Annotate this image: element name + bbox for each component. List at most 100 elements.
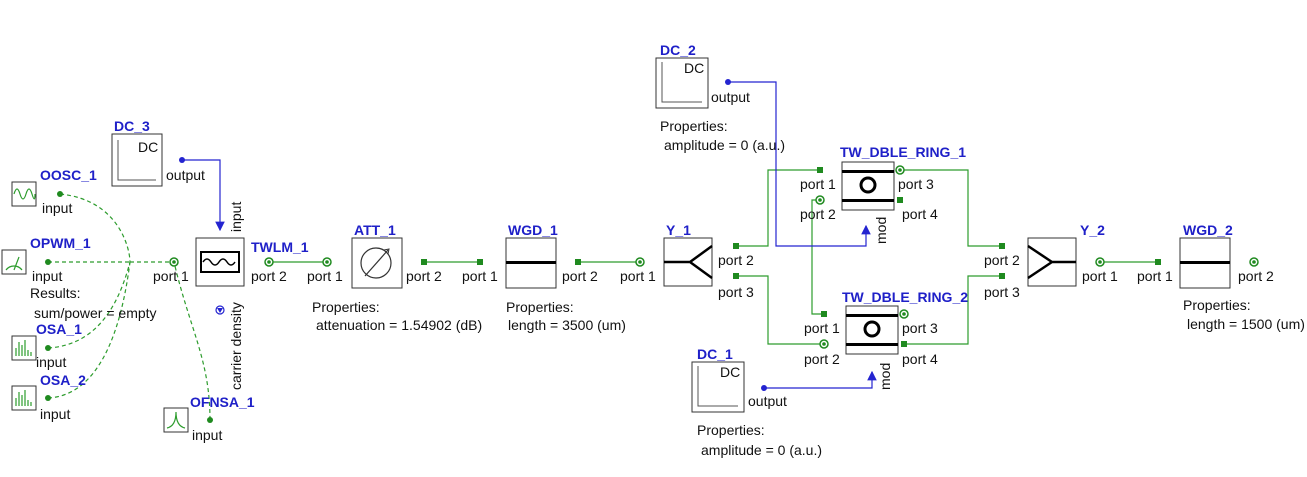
dc2-box[interactable]	[655, 57, 709, 109]
ring2-port4[interactable]	[901, 341, 907, 347]
ofnsa-name: OFNSA_1	[190, 394, 255, 410]
y-branch-icon	[664, 244, 713, 280]
meter-needle-icon	[13, 256, 20, 271]
ofnsa-component[interactable]: OFNSA_1 input	[163, 394, 255, 443]
dc1-label: DC	[720, 364, 740, 380]
dc-axes-icon	[661, 62, 702, 103]
oosc-component[interactable]: OOSC_1 input	[11, 167, 97, 216]
wgd2-port2-dot	[1252, 260, 1256, 264]
y2-port2[interactable]	[999, 243, 1005, 249]
ring2-box[interactable]	[845, 305, 899, 355]
opwm-component[interactable]: OPWM_1 input Results: sum/power = empty	[1, 235, 157, 321]
wgd2-props-title: Properties:	[1183, 297, 1251, 313]
wgd1-name: WGD_1	[508, 222, 558, 238]
att-port1-label: port 1	[307, 268, 343, 284]
wgd2-component[interactable]: WGD_2 port 1 port 2 Properties: length =…	[1137, 222, 1305, 332]
dc2-output-port[interactable]	[725, 79, 731, 85]
oosc-input-port[interactable]	[57, 191, 63, 197]
osa1-input-port[interactable]	[45, 345, 51, 351]
ring2-port1[interactable]	[821, 311, 827, 317]
dc3-name: DC_3	[114, 118, 150, 134]
ring1-bottom-waveguide-icon	[842, 199, 894, 202]
laser-icon	[200, 251, 240, 273]
wgd1-port2-label: port 2	[562, 268, 598, 284]
osa1-input-label: input	[36, 354, 66, 370]
dc2-label: DC	[684, 60, 704, 76]
ring1-component[interactable]: TW_DBLE_RING_1 port 1 port 2 port 3 port…	[800, 144, 966, 244]
dc3-label: DC	[138, 139, 158, 155]
y2-name: Y_2	[1080, 222, 1105, 238]
dc3-output-label: output	[166, 167, 205, 183]
ring2-port4-label: port 4	[902, 351, 938, 367]
opwm-box[interactable]	[1, 249, 27, 275]
dc3-output-port[interactable]	[179, 157, 185, 163]
y1-port2-label: port 2	[718, 252, 754, 268]
wgd1-component[interactable]: WGD_1 port 1 port 2 Properties: length =…	[462, 222, 626, 333]
wgd1-props-value: length = 3500 (um)	[508, 317, 626, 333]
waveguide-icon	[506, 261, 556, 264]
ring2-top-waveguide-icon	[846, 314, 898, 317]
oosc-name: OOSC_1	[40, 167, 97, 183]
osa2-input-label: input	[40, 406, 70, 422]
dc1-output-label: output	[748, 393, 787, 409]
ring1-port1[interactable]	[817, 167, 823, 173]
ofnsa-input-port[interactable]	[207, 417, 213, 423]
ring1-port4[interactable]	[897, 197, 903, 203]
dc2-component[interactable]: DC DC_2 output Properties: amplitude = 0…	[655, 42, 785, 153]
wgd1-port2[interactable]	[575, 259, 581, 265]
ofnsa-input-label: input	[192, 427, 222, 443]
monitor-links	[47, 193, 211, 421]
osa2-input-port[interactable]	[45, 395, 51, 401]
att-port2[interactable]	[421, 259, 427, 265]
dc3-box[interactable]	[111, 133, 163, 187]
y1-port3-label: port 3	[718, 284, 754, 300]
ring2-name: TW_DBLE_RING_2	[842, 289, 968, 305]
y2-port3-label: port 3	[984, 284, 1020, 300]
electrical-links	[182, 81, 877, 389]
dc2-name: DC_2	[660, 42, 696, 58]
osa1-name: OSA_1	[36, 321, 82, 337]
wgd1-port1[interactable]	[477, 259, 483, 265]
wgd2-port1[interactable]	[1155, 259, 1161, 265]
osa2-name: OSA_2	[40, 372, 86, 388]
dc3-component[interactable]: DC DC_3 output	[111, 118, 205, 187]
y1-name: Y_1	[666, 222, 691, 238]
y1-component[interactable]: Y_1 port 1 port 2 port 3	[620, 222, 754, 300]
att-component[interactable]: ATT_1 port 1 port 2 Properties: attenuat…	[307, 222, 482, 333]
dc1-props-value: amplitude = 0 (a.u.)	[701, 442, 822, 458]
osa1-component[interactable]: OSA_1 input	[11, 321, 82, 370]
y-combiner-icon	[1027, 244, 1076, 280]
osa2-component[interactable]: OSA_2 input	[11, 372, 86, 422]
att-name: ATT_1	[354, 222, 396, 238]
opwm-input-port[interactable]	[45, 259, 51, 265]
y2-port3[interactable]	[999, 273, 1005, 279]
twlm-port2-label: port 2	[251, 268, 287, 284]
ring1-name: TW_DBLE_RING_1	[840, 144, 966, 160]
dc1-box[interactable]	[691, 361, 745, 413]
twlm-component[interactable]: TWLM_1 port 1 port 2 input carrier densi…	[153, 202, 309, 390]
ring2-component[interactable]: TW_DBLE_RING_2 port 1 port 2 port 3 port…	[804, 289, 968, 390]
y2-component[interactable]: Y_2 port 2 port 3 port 1	[984, 222, 1118, 300]
ring2-port3-dot	[902, 312, 906, 316]
ring1-box[interactable]	[841, 161, 895, 211]
attenuator-arrowhead-icon	[383, 248, 390, 255]
twlm-name: TWLM_1	[251, 239, 309, 255]
sine-icon	[13, 188, 36, 200]
y1-port2[interactable]	[733, 243, 739, 249]
dc1-name: DC_1	[697, 346, 733, 362]
oosc-input-label: input	[42, 200, 72, 216]
y1-port1-label: port 1	[620, 268, 656, 284]
att-props-value: attenuation = 1.54902 (dB)	[316, 317, 482, 333]
dc1-output-port[interactable]	[761, 385, 767, 391]
opwm-input-label: input	[32, 268, 62, 284]
wgd2-name: WGD_2	[1183, 222, 1233, 238]
dc-axes-icon	[117, 140, 156, 181]
meter-icon	[5, 265, 23, 271]
y2-port1-label: port 1	[1082, 268, 1118, 284]
y1-port3[interactable]	[733, 273, 739, 279]
ring1-mod-label: mod	[873, 217, 889, 244]
dc1-component[interactable]: DC DC_1 output Properties: amplitude = 0…	[691, 346, 822, 458]
wgd1-props-title: Properties:	[506, 299, 574, 315]
